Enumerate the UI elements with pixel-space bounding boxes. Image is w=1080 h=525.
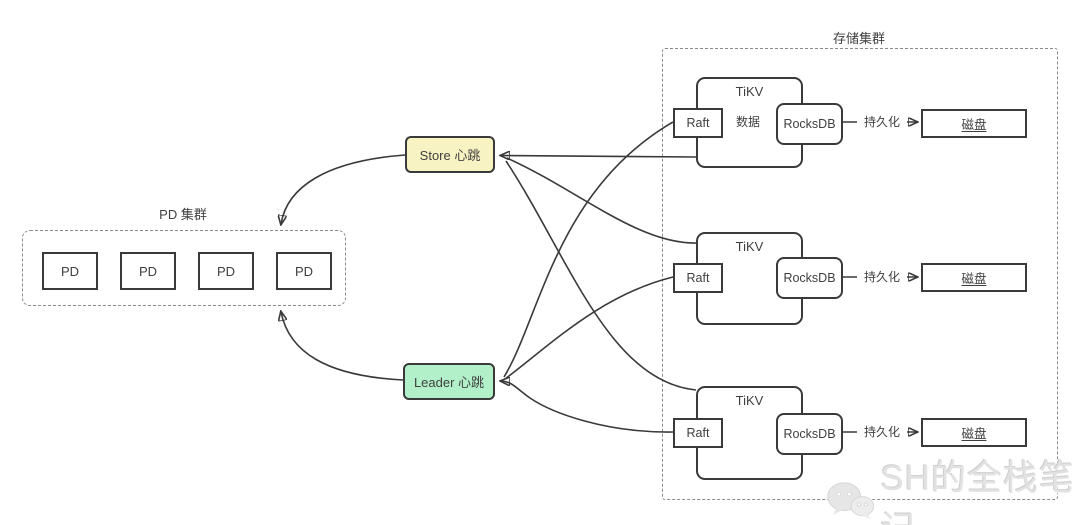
tikv-label-1: TiKV xyxy=(735,84,764,99)
watermark: SH的全栈笔记 xyxy=(826,450,1080,525)
persist-wire-label-2: 持久化 xyxy=(857,269,907,285)
wechat-icon xyxy=(827,482,875,520)
raft-node-1: Raft xyxy=(673,108,723,138)
disk-label-1: 磁盘 xyxy=(961,118,987,132)
disk-label-3: 磁盘 xyxy=(961,427,987,441)
watermark-text: SH的全栈笔记 xyxy=(880,459,1076,525)
rocksdb-node-3: RocksDB xyxy=(776,413,843,455)
pd-node-1: PD xyxy=(42,252,98,290)
wire-tikv2-to-store xyxy=(506,157,697,244)
wire-tikv3-to-store xyxy=(505,160,697,391)
rocksdb-node-1: RocksDB xyxy=(776,103,843,145)
raft-node-2: Raft xyxy=(673,263,723,293)
pd-cluster-title: PD 集群 xyxy=(159,207,207,222)
wire-store-to-pd xyxy=(281,154,406,224)
rocksdb-node-2: RocksDB xyxy=(776,257,843,299)
pd-cluster-box xyxy=(22,230,346,306)
tikv-label-2: TiKV xyxy=(735,239,764,254)
store-heartbeat-node: Store 心跳 xyxy=(405,136,495,173)
data-wire-label: 数据 xyxy=(729,114,767,130)
disk-node-1: 磁盘 xyxy=(921,109,1027,138)
wire-tikv1-to-store xyxy=(501,156,697,158)
pd-node-4: PD xyxy=(276,252,332,290)
leader-heartbeat-node: Leader 心跳 xyxy=(403,363,495,400)
wire-raft3-to-leader xyxy=(501,381,674,433)
storage-cluster-title: 存储集群 xyxy=(832,31,885,46)
wire-raft2-to-leader xyxy=(504,276,674,380)
tikv-label-3: TiKV xyxy=(735,393,764,408)
disk-node-3: 磁盘 xyxy=(921,418,1027,447)
pd-node-3: PD xyxy=(198,252,254,290)
disk-node-2: 磁盘 xyxy=(921,263,1027,292)
wire-raft1-to-leader xyxy=(503,121,674,378)
disk-label-2: 磁盘 xyxy=(961,272,987,286)
persist-wire-label-3: 持久化 xyxy=(857,424,907,440)
pd-node-2: PD xyxy=(120,252,176,290)
raft-node-3: Raft xyxy=(673,418,723,448)
persist-wire-label-1: 持久化 xyxy=(857,114,907,130)
wire-leader-to-pd xyxy=(281,312,404,381)
